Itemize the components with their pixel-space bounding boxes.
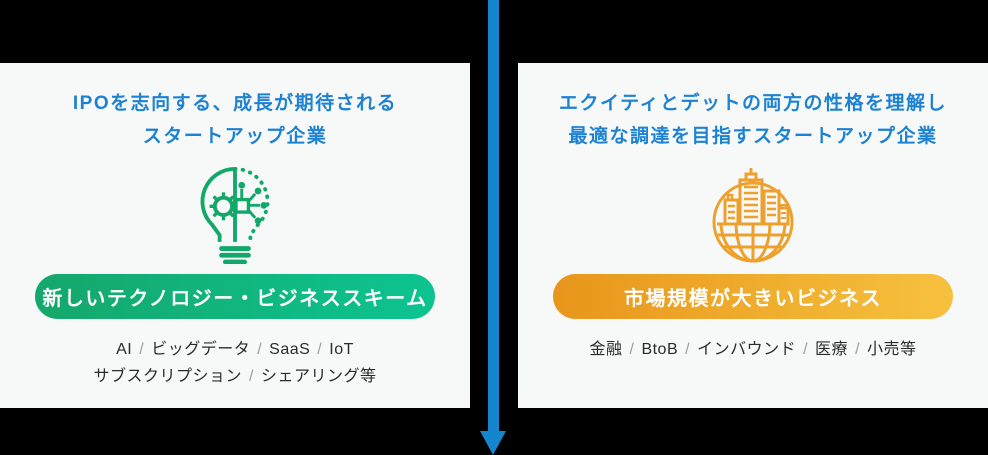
badge-large-market: 市場規模が大きいビジネス <box>553 274 953 319</box>
down-arrow-shaft <box>488 0 499 434</box>
tag-item: インバウンド <box>697 341 797 358</box>
tag-item: SaaS <box>269 341 311 358</box>
tag-item: BtoB <box>641 341 679 358</box>
slash-separator: / <box>855 341 861 358</box>
badge-new-technology: 新しいテクノロジー・ビジネススキーム <box>35 274 435 319</box>
card-title-line: スタートアップ企業 <box>142 126 328 147</box>
card-title-line: IPOを志向する、成長が期待される <box>72 93 398 114</box>
slash-separator: / <box>257 341 263 358</box>
tag-line: 金融 / BtoB / インバウンド / 医療 / 小売等 <box>589 336 916 363</box>
slash-separator: / <box>139 341 145 358</box>
tag-item: 小売等 <box>867 341 917 358</box>
card-title: IPOを志向する、成長が期待される スタートアップ企業 <box>73 87 397 153</box>
down-arrow-head <box>480 431 506 455</box>
tag-line: サブスクリプション / シェアリング等 <box>94 363 377 390</box>
card-equity-debt-startup: エクイティとデットの両方の性格を理解し 最適な調達を目指すスタートアップ企業 <box>518 63 988 408</box>
card-title: エクイティとデットの両方の性格を理解し 最適な調達を目指すスタートアップ企業 <box>559 87 947 153</box>
card-title-line: エクイティとデットの両方の性格を理解し <box>559 93 947 114</box>
tag-line: AI / ビッグデータ / SaaS / IoT <box>94 336 377 363</box>
tag-item: AI <box>116 341 133 358</box>
tag-item: シェアリング等 <box>260 368 377 385</box>
card-title-line: 最適な調達を目指すスタートアップ企業 <box>568 126 938 147</box>
tag-item: 金融 <box>589 341 623 358</box>
city-globe-icon <box>703 163 803 265</box>
ai-lightbulb-icon <box>187 163 283 265</box>
slash-separator: / <box>629 341 635 358</box>
slash-separator: / <box>317 341 323 358</box>
tag-item: サブスクリプション <box>93 368 243 385</box>
slash-separator: / <box>249 368 254 385</box>
slash-separator: / <box>685 341 691 358</box>
card-ipo-startup: IPOを志向する、成長が期待される スタートアップ企業 新しいテクノロジー・ビジ… <box>0 63 470 408</box>
tag-item: ビッグデータ <box>151 341 251 358</box>
tag-list: 金融 / BtoB / インバウンド / 医療 / 小売等 <box>589 336 916 363</box>
tag-item: 医療 <box>815 341 849 358</box>
tag-list: AI / ビッグデータ / SaaS / IoT サブスクリプション / シェアリング等 <box>94 336 377 390</box>
tag-item: IoT <box>329 341 354 358</box>
slash-separator: / <box>803 341 809 358</box>
